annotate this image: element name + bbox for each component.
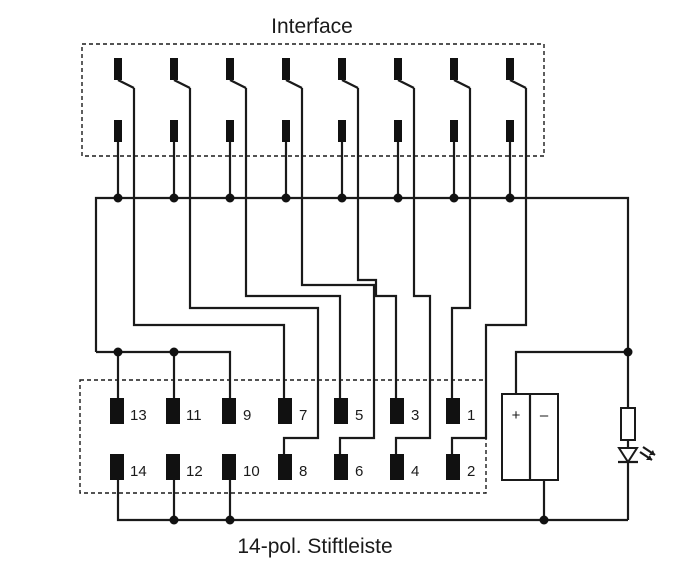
pin-label: 7 (299, 407, 307, 424)
pin-10 (222, 454, 236, 480)
pin-label: 3 (411, 407, 419, 424)
capacitor-block: + – (501, 350, 628, 520)
interface-box (81, 43, 545, 157)
switch-contact-lower (114, 120, 122, 142)
pin-label: 12 (186, 463, 203, 480)
led-diode-icon (617, 447, 639, 464)
connector-title: 14-pol. Stiftleiste (237, 535, 392, 558)
pin-label: 14 (130, 463, 147, 480)
connector-pins-top: 13 11 9 7 5 3 1 (110, 398, 475, 424)
pin-9 (222, 398, 236, 424)
bus-to-odd-pins (96, 350, 232, 398)
signal-wires (132, 88, 528, 458)
bus-junctions (113, 193, 515, 203)
led-indicator (617, 407, 656, 464)
pin-12 (166, 454, 180, 480)
pin-11 (166, 398, 180, 424)
pin-7 (278, 398, 292, 424)
pin-3 (390, 398, 404, 424)
pin-label: 2 (467, 463, 475, 480)
pin-13 (110, 398, 124, 424)
minus-label: – (540, 407, 549, 424)
pin-6 (334, 454, 348, 480)
interface-switches (114, 58, 527, 198)
pin-label: 6 (355, 463, 363, 480)
pin-label: 13 (130, 407, 147, 424)
pin-5 (334, 398, 348, 424)
return-line (116, 480, 628, 522)
plus-label: + (512, 407, 521, 424)
pin-label: 11 (186, 407, 202, 424)
pin-label: 8 (299, 463, 307, 480)
interface-title: Interface (271, 15, 353, 38)
pin-2 (446, 454, 460, 480)
pin-1 (446, 398, 460, 424)
resistor (620, 407, 636, 441)
pin-label: 9 (243, 407, 251, 424)
pin-14 (110, 454, 124, 480)
pin-label: 5 (355, 407, 363, 424)
pin-label: 4 (411, 463, 419, 480)
pin-label: 1 (467, 407, 475, 424)
pin-4 (390, 454, 404, 480)
common-bus (94, 196, 630, 520)
connector-box (79, 379, 487, 494)
pin-label: 10 (243, 463, 260, 480)
switch-contact-upper (114, 58, 122, 80)
connector-pins-bottom: 14 12 10 8 6 4 2 (110, 454, 475, 480)
pin-8 (278, 454, 292, 480)
